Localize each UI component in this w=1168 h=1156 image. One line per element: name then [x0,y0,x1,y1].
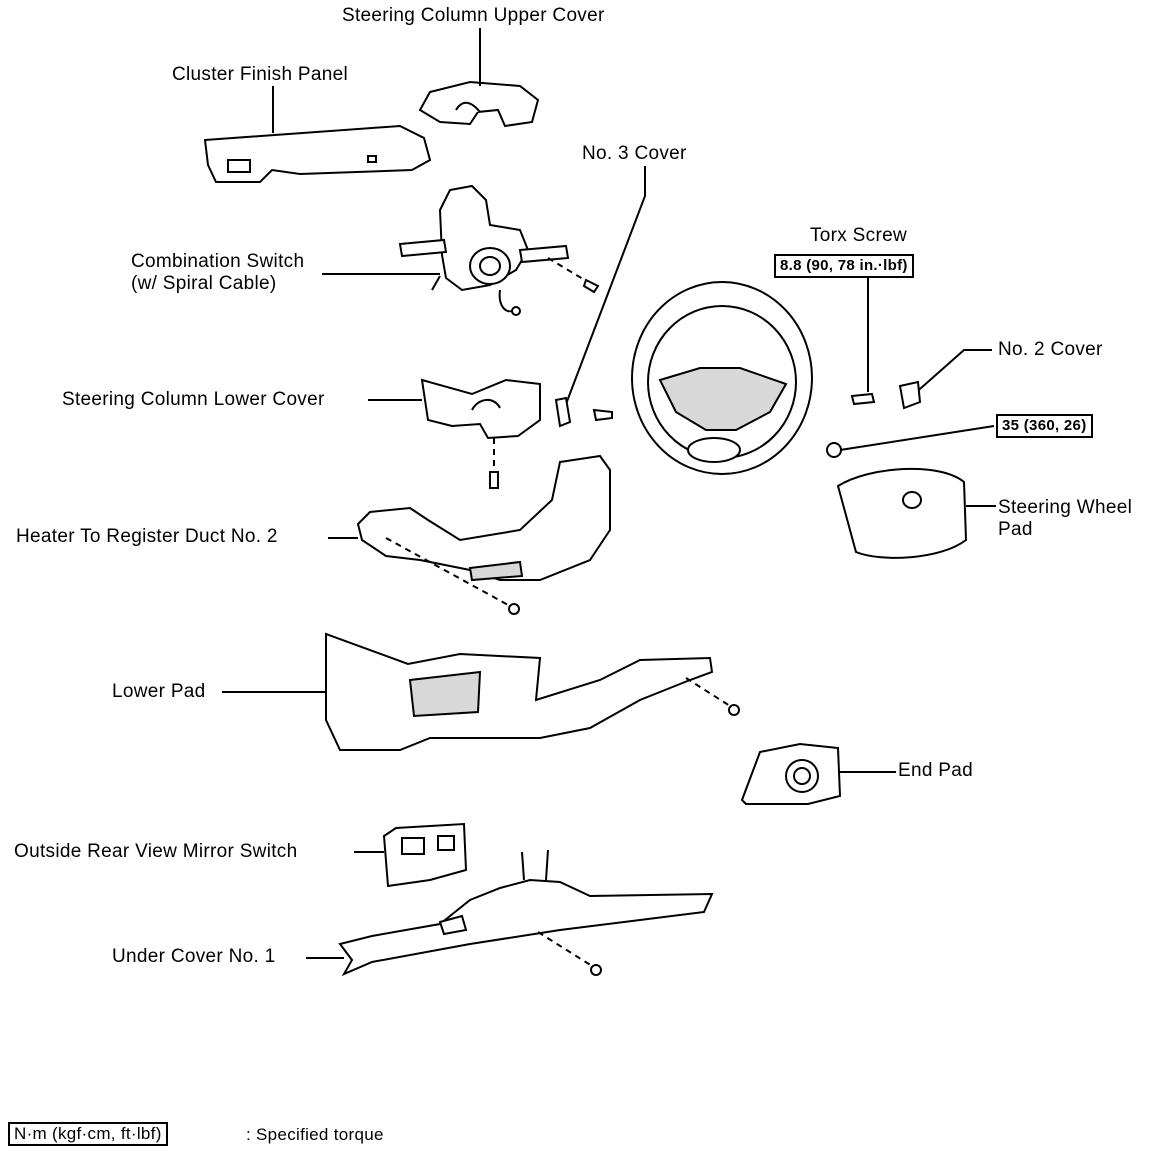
heater-duct-part [356,454,611,582]
upper-cover-part [418,80,540,128]
combination-switch-screw [582,278,600,294]
combination-switch-label: Combination Switch [131,251,305,272]
torx-screw-part [850,392,876,406]
no2-cover-label: No. 2 Cover [998,339,1103,360]
cluster-panel-part [203,124,432,183]
torx-torque-box: 8.8 (90, 78 in.·lbf) [774,254,914,278]
wheel-pad-sublabel: Pad [998,519,1033,540]
combination-switch-part [398,184,570,316]
wheel-pad-label: Steering Wheel [998,497,1133,518]
end-pad-label: End Pad [898,760,973,781]
lower-cover-screw [489,471,499,489]
lower-pad-part [325,632,714,751]
under-cover-label: Under Cover No. 1 [112,946,276,967]
combination-switch-sublabel: (w/ Spiral Cable) [131,273,277,294]
lower-pad-screw [728,704,740,716]
steering-wheel-part [631,281,813,475]
lower-cover-part [420,378,541,440]
under-cover-screw [590,964,602,976]
upper-cover-label: Steering Column Upper Cover [342,5,605,26]
no2-cover-part [898,380,922,410]
lower-pad-label: Lower Pad [112,681,206,702]
heater-duct-screw [508,603,520,615]
legend-meaning: : Specified torque [246,1125,384,1144]
no3-cover-leader [565,166,646,405]
nut-leader [839,425,995,451]
nut-torque-box: 35 (360, 26) [996,414,1093,438]
nut-part [826,442,842,458]
mirror-switch-label: Outside Rear View Mirror Switch [14,841,298,862]
combination-switch-screw-line [547,257,589,283]
end-pad-part [740,742,842,805]
lower-pad-screw-line [685,677,731,707]
heater-duct-label: Heater To Register Duct No. 2 [16,526,278,547]
no3-cover-part [554,396,572,428]
under-cover-screw-line [537,931,593,967]
wheel-screw [592,408,613,422]
legend-units-box: N·m (kgf·cm, ft·lbf) [8,1122,168,1146]
lower-cover-label: Steering Column Lower Cover [62,389,325,410]
mirror-switch-part [382,822,468,888]
no2-cover-leader [911,349,992,397]
no3-cover-label: No. 3 Cover [582,143,687,164]
under-cover-part [338,849,714,977]
wheel-pad-part [836,467,968,559]
cluster-panel-label: Cluster Finish Panel [172,64,349,85]
torx-screw-label: Torx Screw [810,225,907,246]
heater-duct-screw-line [385,537,511,607]
